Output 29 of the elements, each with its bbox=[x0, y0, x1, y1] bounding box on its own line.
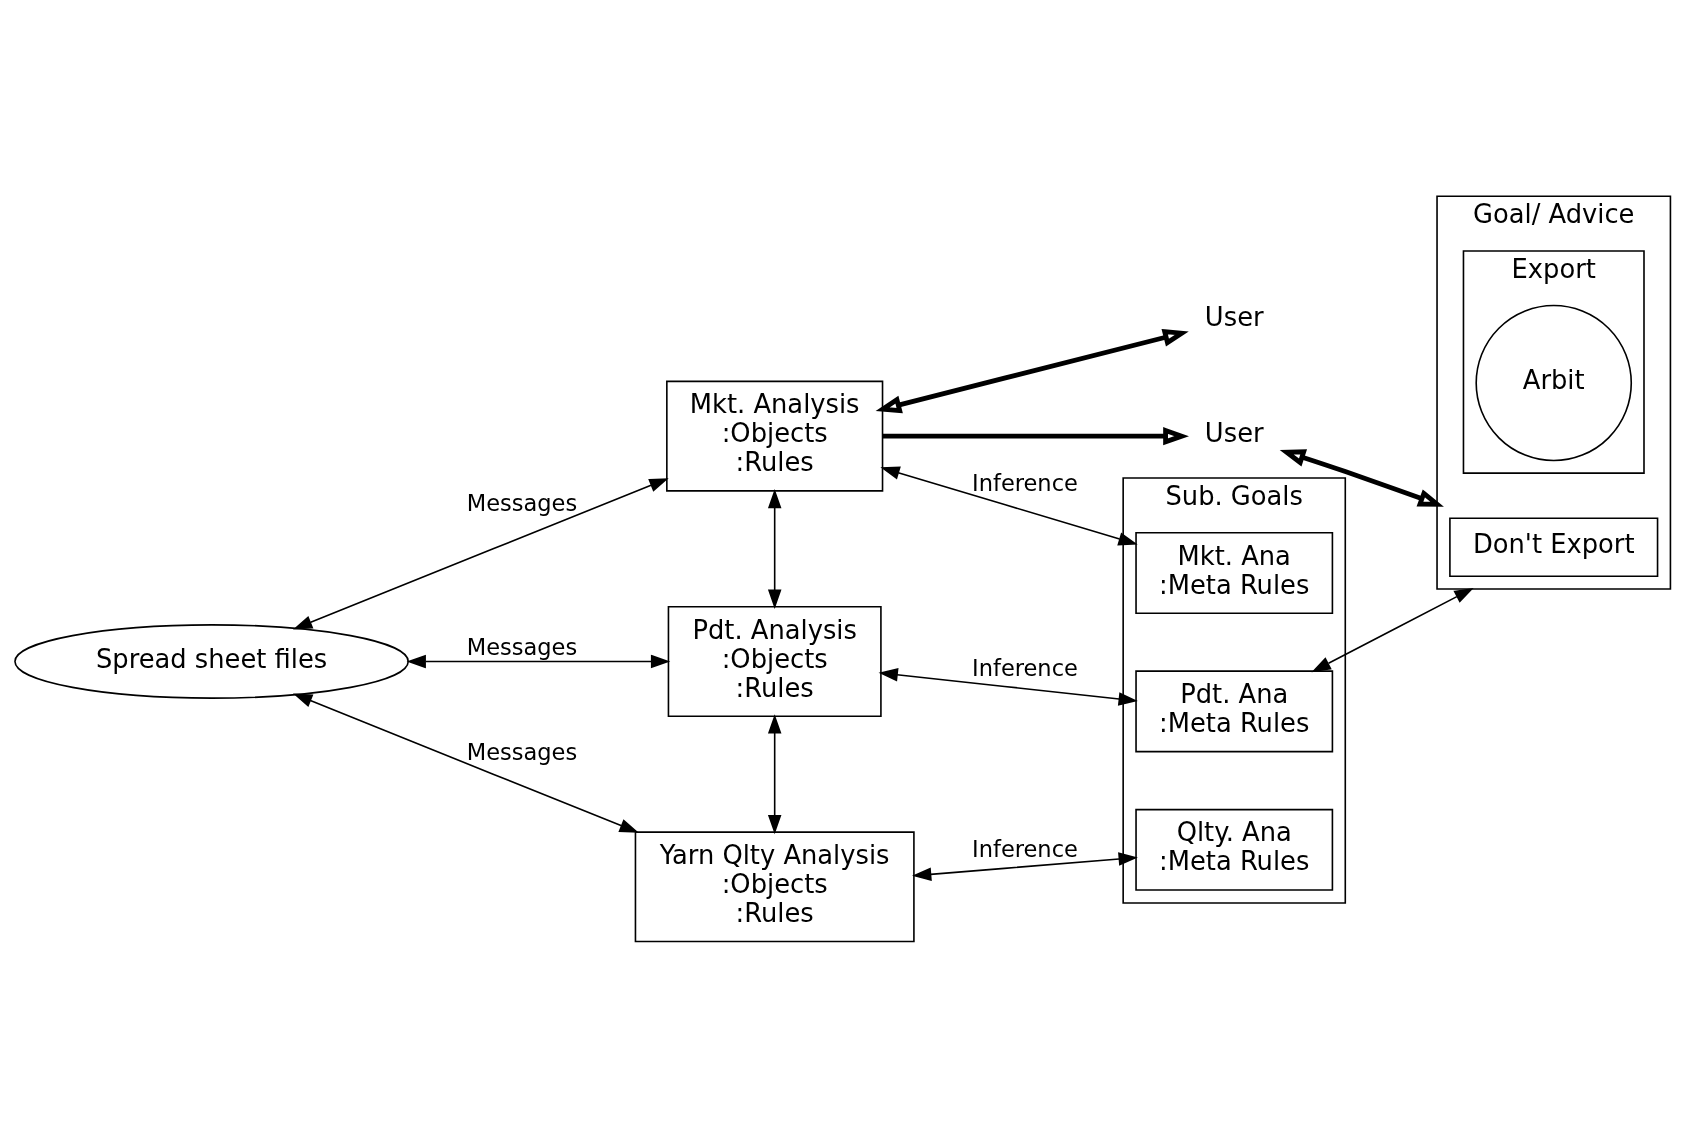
node-text: User bbox=[1204, 302, 1264, 333]
edge-label: Messages bbox=[466, 489, 578, 516]
arrow bbox=[292, 478, 669, 630]
arrow bbox=[767, 488, 782, 609]
node-box: Mkt. Analysis :Objects :Rules bbox=[666, 380, 884, 492]
edge-label: Messages bbox=[466, 634, 578, 661]
edge-label: Inference bbox=[972, 835, 1078, 862]
arrow bbox=[1279, 449, 1444, 507]
node-box: Pdt. Analysis :Objects :Rules bbox=[667, 605, 882, 718]
node-ellipse: Spread sheet files bbox=[14, 624, 410, 699]
arrow bbox=[882, 427, 1189, 446]
node-text: User bbox=[1204, 418, 1264, 449]
arrow bbox=[292, 693, 639, 833]
arrow bbox=[767, 714, 782, 835]
arrow bbox=[1311, 587, 1474, 673]
arrow bbox=[912, 852, 1138, 881]
edge-label: Inference bbox=[972, 470, 1078, 497]
arrow bbox=[880, 466, 1138, 546]
edge-label: Messages bbox=[466, 739, 578, 765]
node-box: Mkt. Ana :Meta Rules bbox=[1135, 531, 1334, 614]
node-box: Yarn Qlty Analysis :Objects :Rules bbox=[634, 831, 915, 943]
node-box: Pdt. Ana :Meta Rules bbox=[1135, 670, 1334, 753]
arrow bbox=[406, 654, 671, 669]
node-circle: Arbit bbox=[1475, 304, 1633, 462]
node-box: Qlty. Ana :Meta Rules bbox=[1135, 808, 1334, 891]
edge-label: Inference bbox=[972, 655, 1078, 682]
node-box: Don't Export bbox=[1449, 517, 1659, 577]
arrow bbox=[875, 329, 1189, 414]
arrow bbox=[878, 668, 1138, 706]
